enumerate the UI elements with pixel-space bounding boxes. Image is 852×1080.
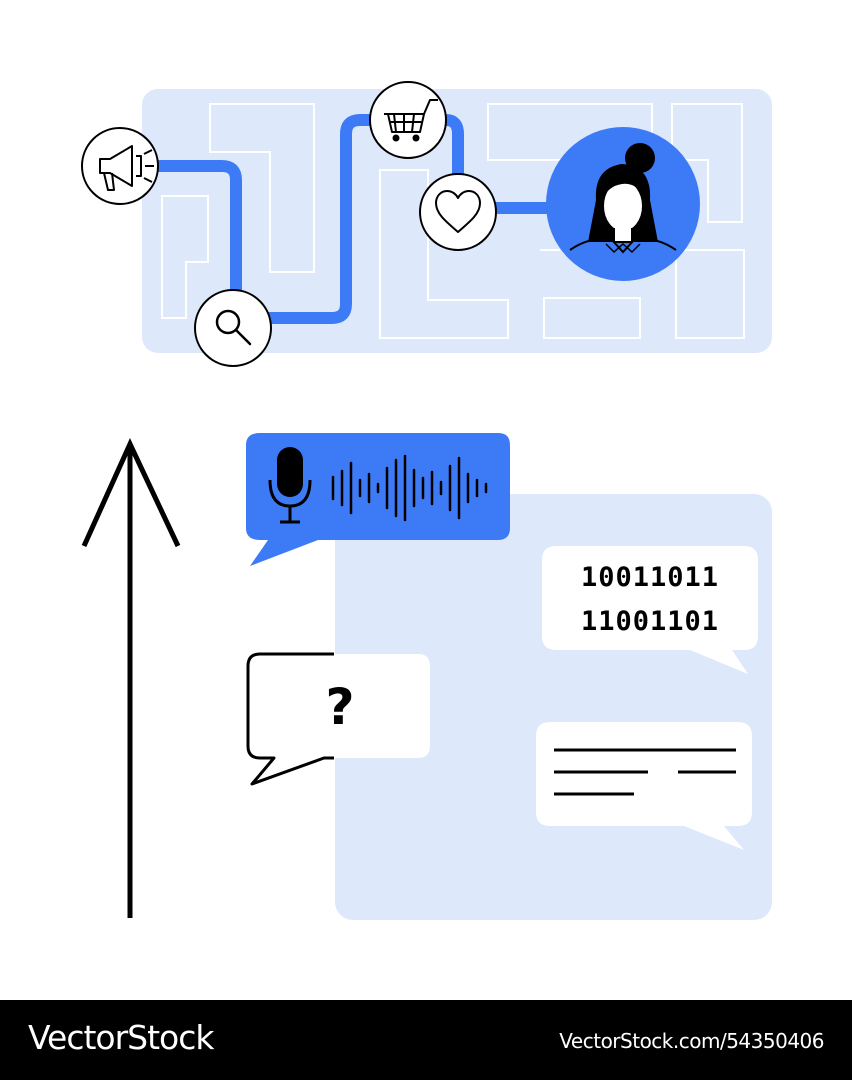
megaphone-node	[81, 127, 159, 205]
heart-icon	[435, 190, 481, 233]
journey-maze	[81, 81, 772, 367]
chat-area: 10011011 11001101 ?	[246, 433, 772, 920]
voice-message-bubble	[246, 433, 510, 566]
megaphone-icon	[99, 145, 154, 191]
heart-node	[419, 173, 497, 251]
text-lines	[554, 748, 736, 796]
search-icon	[215, 309, 252, 346]
question-message-bubble: ?	[246, 652, 430, 786]
footer-bar: VectorStock VectorStock.com/54350406	[0, 1000, 852, 1080]
sound-wave-icon	[331, 454, 488, 522]
search-node	[194, 289, 272, 367]
cart-node	[369, 81, 447, 159]
binary-line-1: 10011011	[581, 562, 719, 593]
cart-icon	[384, 99, 438, 142]
microphone-icon	[268, 447, 312, 524]
text-message-bubble	[536, 722, 752, 850]
illustration: 10011011 11001101 ?	[81, 81, 772, 920]
brand-logo: VectorStock	[28, 1018, 214, 1057]
binary-message-bubble: 10011011 11001101	[542, 546, 758, 674]
stock-id: VectorStock.com/54350406	[559, 1029, 824, 1053]
question-mark: ?	[325, 678, 354, 736]
binary-line-2: 11001101	[581, 606, 719, 637]
user-avatar-icon	[546, 127, 700, 281]
arrow-up-icon	[81, 438, 181, 918]
